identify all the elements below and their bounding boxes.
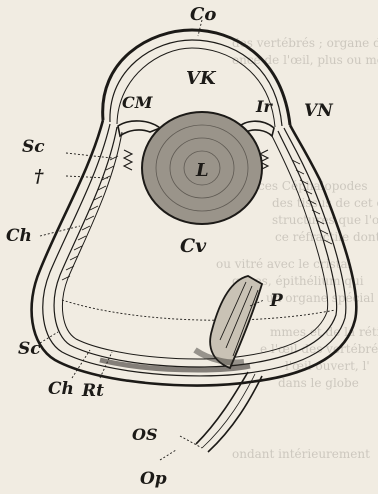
show-through-line: des vertébrés ; organe de xyxy=(232,36,378,50)
pecten xyxy=(195,276,262,368)
show-through-text: des vertébrés ; organe de ence de l'œil,… xyxy=(216,36,378,461)
label-ch-upper: Ch xyxy=(6,226,32,246)
show-through-line: mmes et de la rétine xyxy=(270,325,378,339)
label-co: Co xyxy=(190,4,216,25)
label-cm: CM xyxy=(122,93,154,112)
show-through-line: dans le globe xyxy=(278,376,359,390)
label-vk: VK xyxy=(186,68,217,89)
label-sc-lower: Sc xyxy=(18,339,41,359)
label-os: OS xyxy=(132,425,158,444)
label-p: P xyxy=(269,291,284,311)
show-through-line: ence de l'œil, plus ou moins xyxy=(232,53,378,67)
label-dagger: † xyxy=(34,166,44,187)
label-cv: Cv xyxy=(180,235,207,257)
show-through-line: structures que l'on re xyxy=(272,213,378,227)
show-through-line: ce réfractile dont xyxy=(275,230,378,244)
label-rt: Rt xyxy=(81,381,104,401)
show-through-line: des tissus de cet œil xyxy=(272,196,378,210)
label-ir: Ir xyxy=(255,97,273,116)
label-vn: VN xyxy=(304,101,334,121)
label-ch-lower: Ch xyxy=(48,379,74,399)
label-op: Op xyxy=(140,469,167,489)
label-l: L xyxy=(195,160,209,181)
show-through-line: ondant intérieurement xyxy=(232,447,370,461)
label-sc-upper: Sc xyxy=(22,137,45,157)
labels: Co VK CM Ir VN Sc † L Ch Cv P Sc Ch Rt O… xyxy=(6,4,334,489)
